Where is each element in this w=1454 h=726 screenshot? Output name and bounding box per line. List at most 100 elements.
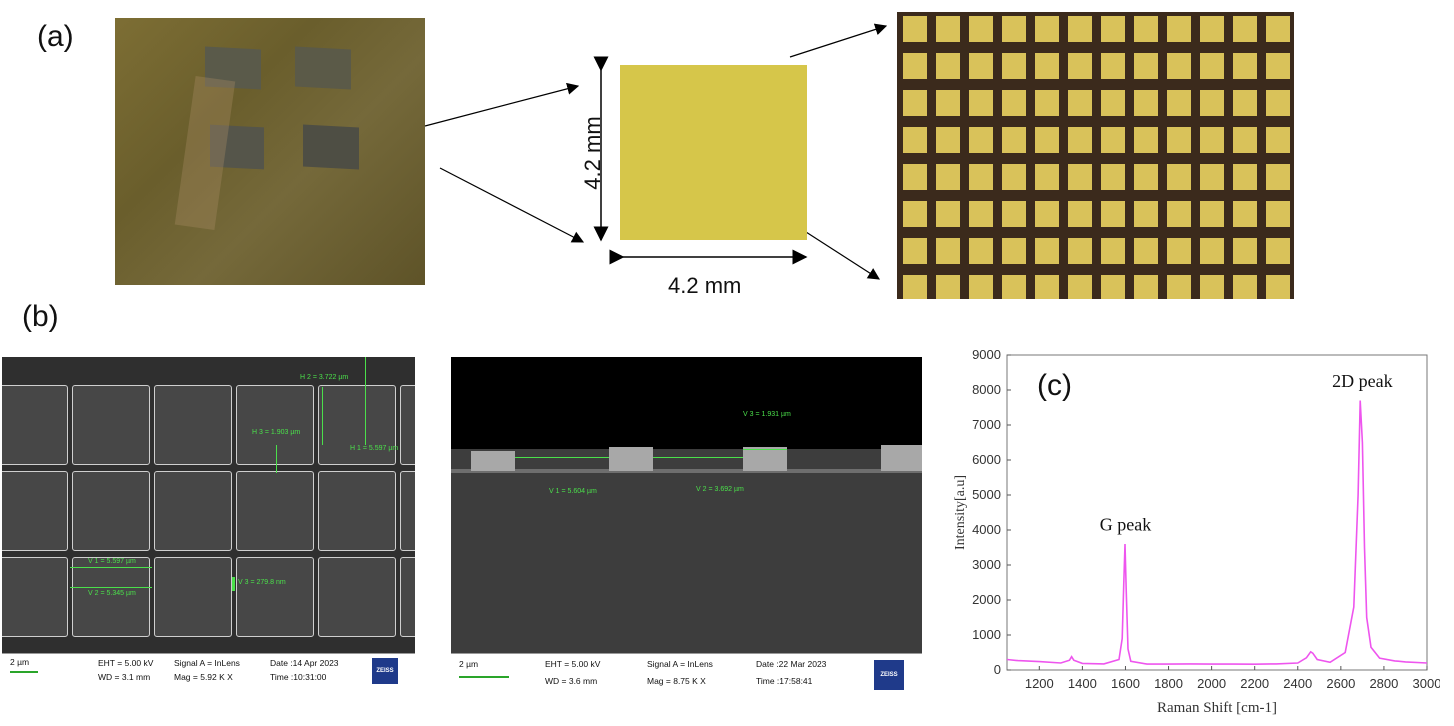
sem-cell [72,385,150,465]
grid-cell [903,90,927,116]
arrow-line [805,231,881,280]
panel-label-c: (c) [1037,369,1072,402]
y-tick-label: 6000 [972,452,1001,467]
grid-cell [1167,201,1191,227]
x-axis-label: Raman Shift [cm-1] [1157,700,1277,716]
grid-cell [903,53,927,79]
grid-cell [1101,164,1125,190]
gold-film-square [620,65,807,240]
sem-pillar [609,447,653,471]
grid-cell [1200,238,1224,264]
grid-cells [897,12,1294,299]
grid-cell [1101,275,1125,299]
sem-cell [318,385,396,465]
y-tick-label: 9000 [972,347,1001,362]
grid-cell [1233,201,1257,227]
measure-v1: V 1 = 5.604 µm [549,488,597,495]
sem-cell [72,557,150,637]
grid-cell [936,238,960,264]
grid-cell [1035,16,1059,42]
grid-cell [1035,201,1059,227]
grid-cell [969,16,993,42]
grid-cell [1266,127,1290,153]
grid-cell [1002,16,1026,42]
grid-cell [1134,238,1158,264]
grid-cell [1233,53,1257,79]
grid-cell [1035,164,1059,190]
grid-cell [1200,275,1224,299]
date-label: Date :14 Apr 2023 [270,658,339,668]
signal-label: Signal A = InLens [647,659,713,669]
sem-image-top-view: H 2 = 3.722 µm H 3 = 1.903 µm H 1 = 5.59… [2,357,415,688]
sem-grid [2,357,415,654]
grid-cell [1134,127,1158,153]
grid-cell [936,275,960,299]
measure-line [276,445,277,473]
grid-cell [1134,16,1158,42]
grid-cell [969,127,993,153]
mag-label: Mag = 5.92 K X [174,672,233,682]
x-tick-label: 2600 [1326,676,1355,691]
y-tick-label: 5000 [972,487,1001,502]
measure-v1: V 1 = 5.597 µm [88,558,136,565]
sem-info-bar: 2 µm EHT = 5.00 kV WD = 3.1 mm Signal A … [2,653,415,688]
grid-cell [1266,201,1290,227]
grid-cell [1200,53,1224,79]
sem-cell [154,385,232,465]
measure-v2: V 2 = 3.692 µm [696,486,744,493]
grid-cell [1068,53,1092,79]
sem-vacuum-region [451,357,922,449]
grid-cell [1266,164,1290,190]
sem-cell [318,471,396,551]
measure-v3: V 3 = 1.931 µm [743,411,791,418]
sem-surface-layer [451,469,922,473]
grid-cell [1068,127,1092,153]
sem-cell [2,471,68,551]
grid-cell [1101,90,1125,116]
grid-cell [1200,201,1224,227]
sample-photo [115,18,425,285]
measure-line [743,449,787,450]
grid-cell [969,201,993,227]
measure-line [365,357,366,445]
x-tick-label: 1800 [1154,676,1183,691]
grid-cell [1167,275,1191,299]
time-label: Time :10:31:00 [270,672,327,682]
measure-h2: H 2 = 3.722 µm [300,374,349,381]
x-tick-label: 2000 [1197,676,1226,691]
grid-cell [1068,164,1092,190]
grid-cell [1233,90,1257,116]
sem-cell [400,385,415,465]
grid-cell [1134,201,1158,227]
x-tick-label: 1600 [1111,676,1140,691]
sem-cell [236,471,314,551]
sem-cell [400,557,415,637]
measure-line [232,577,235,591]
sem-pillar [471,451,515,471]
sem-cell [236,557,314,637]
grid-cell [1002,275,1026,299]
grid-cell [1101,127,1125,153]
grid-cell [1233,127,1257,153]
peak-annotation: G peak [1100,514,1151,534]
grid-cell [1035,238,1059,264]
zeiss-logo: ZEISS [372,658,398,684]
raman-series-line [1006,400,1428,666]
sem-cell [318,557,396,637]
grid-cell [1068,275,1092,299]
grid-cell [1167,90,1191,116]
sem-image-cross-section: V 3 = 1.931 µm V 1 = 5.604 µm V 2 = 3.69… [451,357,922,696]
scale-bar [459,676,509,678]
grid-cell [1200,16,1224,42]
arrow-line [424,82,580,127]
grid-cell [1266,238,1290,264]
grid-cell [969,53,993,79]
sem-pillar [743,447,787,471]
grid-cell [1233,275,1257,299]
zeiss-logo: ZEISS [874,660,904,690]
grid-cell [1101,53,1125,79]
sem-cell [154,557,232,637]
grid-cell [1167,127,1191,153]
grid-cell [1035,53,1059,79]
x-tick-label: 2200 [1240,676,1269,691]
